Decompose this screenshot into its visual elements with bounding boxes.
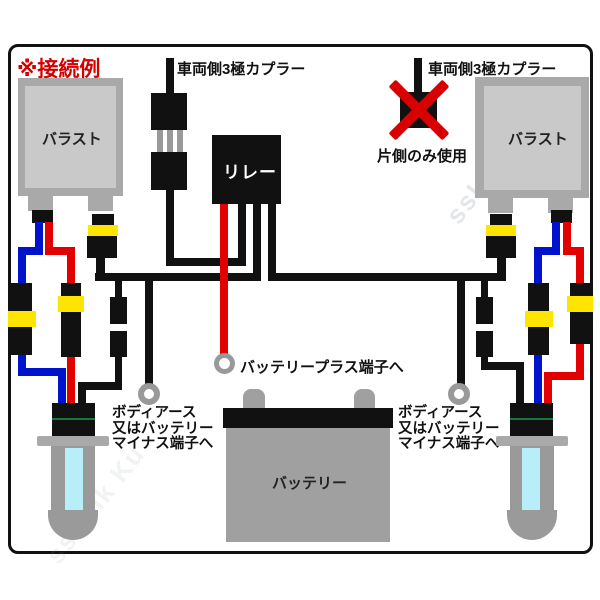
coupler-left-label: 車両側3極カプラー — [177, 61, 306, 78]
wire — [18, 368, 66, 376]
bulb-left-glass — [65, 448, 83, 512]
bullet-connector — [110, 331, 127, 357]
inline-connector-yellow — [8, 311, 36, 327]
wire-battery-plus — [220, 204, 228, 354]
battery-plus-label: バッテリープラス端子へ — [240, 359, 404, 376]
ground-left-label: ボディアース 又はバッテリー マイナス端子へ — [112, 405, 214, 453]
inline-connector-yellow — [567, 296, 593, 312]
wire — [96, 256, 105, 276]
ring-terminal-battery-plus — [214, 353, 235, 374]
wire — [166, 58, 174, 94]
wire — [534, 247, 560, 255]
coupler-pin — [177, 130, 183, 152]
bulb-right-green-line — [510, 418, 553, 420]
plug-connector — [32, 210, 53, 223]
battery-post — [354, 389, 375, 411]
wire — [481, 362, 524, 370]
inline-connector — [11, 327, 32, 355]
ground-right-line1: ボディアース — [398, 405, 483, 421]
wire — [563, 247, 584, 255]
wire — [481, 281, 488, 299]
wire — [45, 247, 75, 255]
wire — [563, 222, 571, 252]
connector-top — [490, 214, 512, 225]
wire — [414, 58, 422, 93]
inline-connector — [570, 312, 590, 344]
relay-label: リレー — [223, 163, 277, 182]
wire — [552, 222, 560, 252]
connector-body — [486, 236, 516, 258]
wire — [497, 256, 506, 276]
bullet-connector — [110, 297, 127, 324]
inline-connector — [528, 327, 549, 355]
wire — [115, 355, 122, 388]
connector-yellow-band — [486, 225, 516, 236]
bulb-right-flange — [496, 436, 568, 446]
wire — [544, 372, 552, 405]
ground-left-line2: 又はバッテリー — [112, 420, 214, 437]
ballast-right-tab — [548, 198, 573, 213]
wire — [78, 382, 86, 405]
wire — [166, 258, 246, 266]
inline-connector — [61, 283, 81, 296]
coupler-left-lower — [151, 152, 187, 190]
page-title: ※接続例 — [17, 58, 101, 81]
coupler-pin — [157, 130, 163, 152]
ballast-left-tab — [28, 196, 53, 211]
wire — [516, 362, 524, 405]
relay-box — [212, 135, 281, 204]
ring-terminal-ground-left — [138, 383, 160, 405]
bulb-left-green-line — [52, 418, 95, 420]
wire — [45, 222, 53, 252]
coupler-pin — [167, 130, 173, 152]
inline-connector — [11, 283, 32, 311]
wire — [145, 281, 153, 385]
battery-body — [226, 428, 390, 542]
ballast-right-label: バラスト — [508, 131, 568, 148]
wire — [268, 204, 276, 281]
ground-right-line2: 又はバッテリー — [398, 420, 500, 437]
ballast-right-tab — [488, 198, 513, 213]
ballast-left-face — [25, 86, 116, 188]
one-side-only-label: 片側のみ使用 — [377, 148, 468, 165]
plug-connector — [551, 210, 572, 223]
inline-connector-yellow — [58, 296, 84, 312]
bullet-connector — [476, 297, 493, 324]
wire — [457, 281, 465, 385]
wire — [78, 382, 122, 390]
coupler-left-upper — [151, 93, 187, 130]
ring-terminal-ground-right — [448, 383, 470, 405]
wire — [544, 372, 584, 380]
wire — [166, 190, 174, 266]
wire — [35, 222, 43, 252]
inline-connector — [61, 312, 81, 357]
connector-top — [92, 214, 114, 225]
inline-connector — [528, 283, 549, 311]
battery-top-band — [223, 408, 393, 428]
battery-label: バッテリー — [272, 475, 348, 492]
ground-right-line3: マイナス端子へ — [398, 436, 500, 452]
bulb-right-glass — [522, 448, 540, 512]
coupler-right-label: 車両側3極カプラー — [428, 61, 557, 78]
inline-connector-yellow — [525, 311, 553, 327]
battery-post — [243, 389, 265, 411]
connector-body — [87, 236, 117, 258]
ballast-left-label: バラスト — [42, 131, 102, 148]
bullet-connector — [476, 331, 493, 357]
connector-yellow-band — [88, 225, 118, 236]
wire — [58, 368, 66, 405]
ballast-left-tab — [88, 196, 113, 211]
wire — [115, 281, 122, 299]
ballast-right-face — [484, 86, 581, 190]
ground-left-line3: マイナス端子へ — [112, 436, 214, 452]
wire — [253, 204, 261, 281]
wire-bus-right — [268, 273, 506, 281]
wire-bus-left — [95, 273, 261, 281]
inline-connector — [570, 283, 590, 296]
ground-left-line1: ボディアース — [112, 405, 197, 421]
ground-right-label: ボディアース 又はバッテリー マイナス端子へ — [398, 405, 500, 453]
bulb-left-flange — [37, 436, 109, 446]
wire — [18, 247, 43, 255]
wire — [238, 204, 246, 266]
